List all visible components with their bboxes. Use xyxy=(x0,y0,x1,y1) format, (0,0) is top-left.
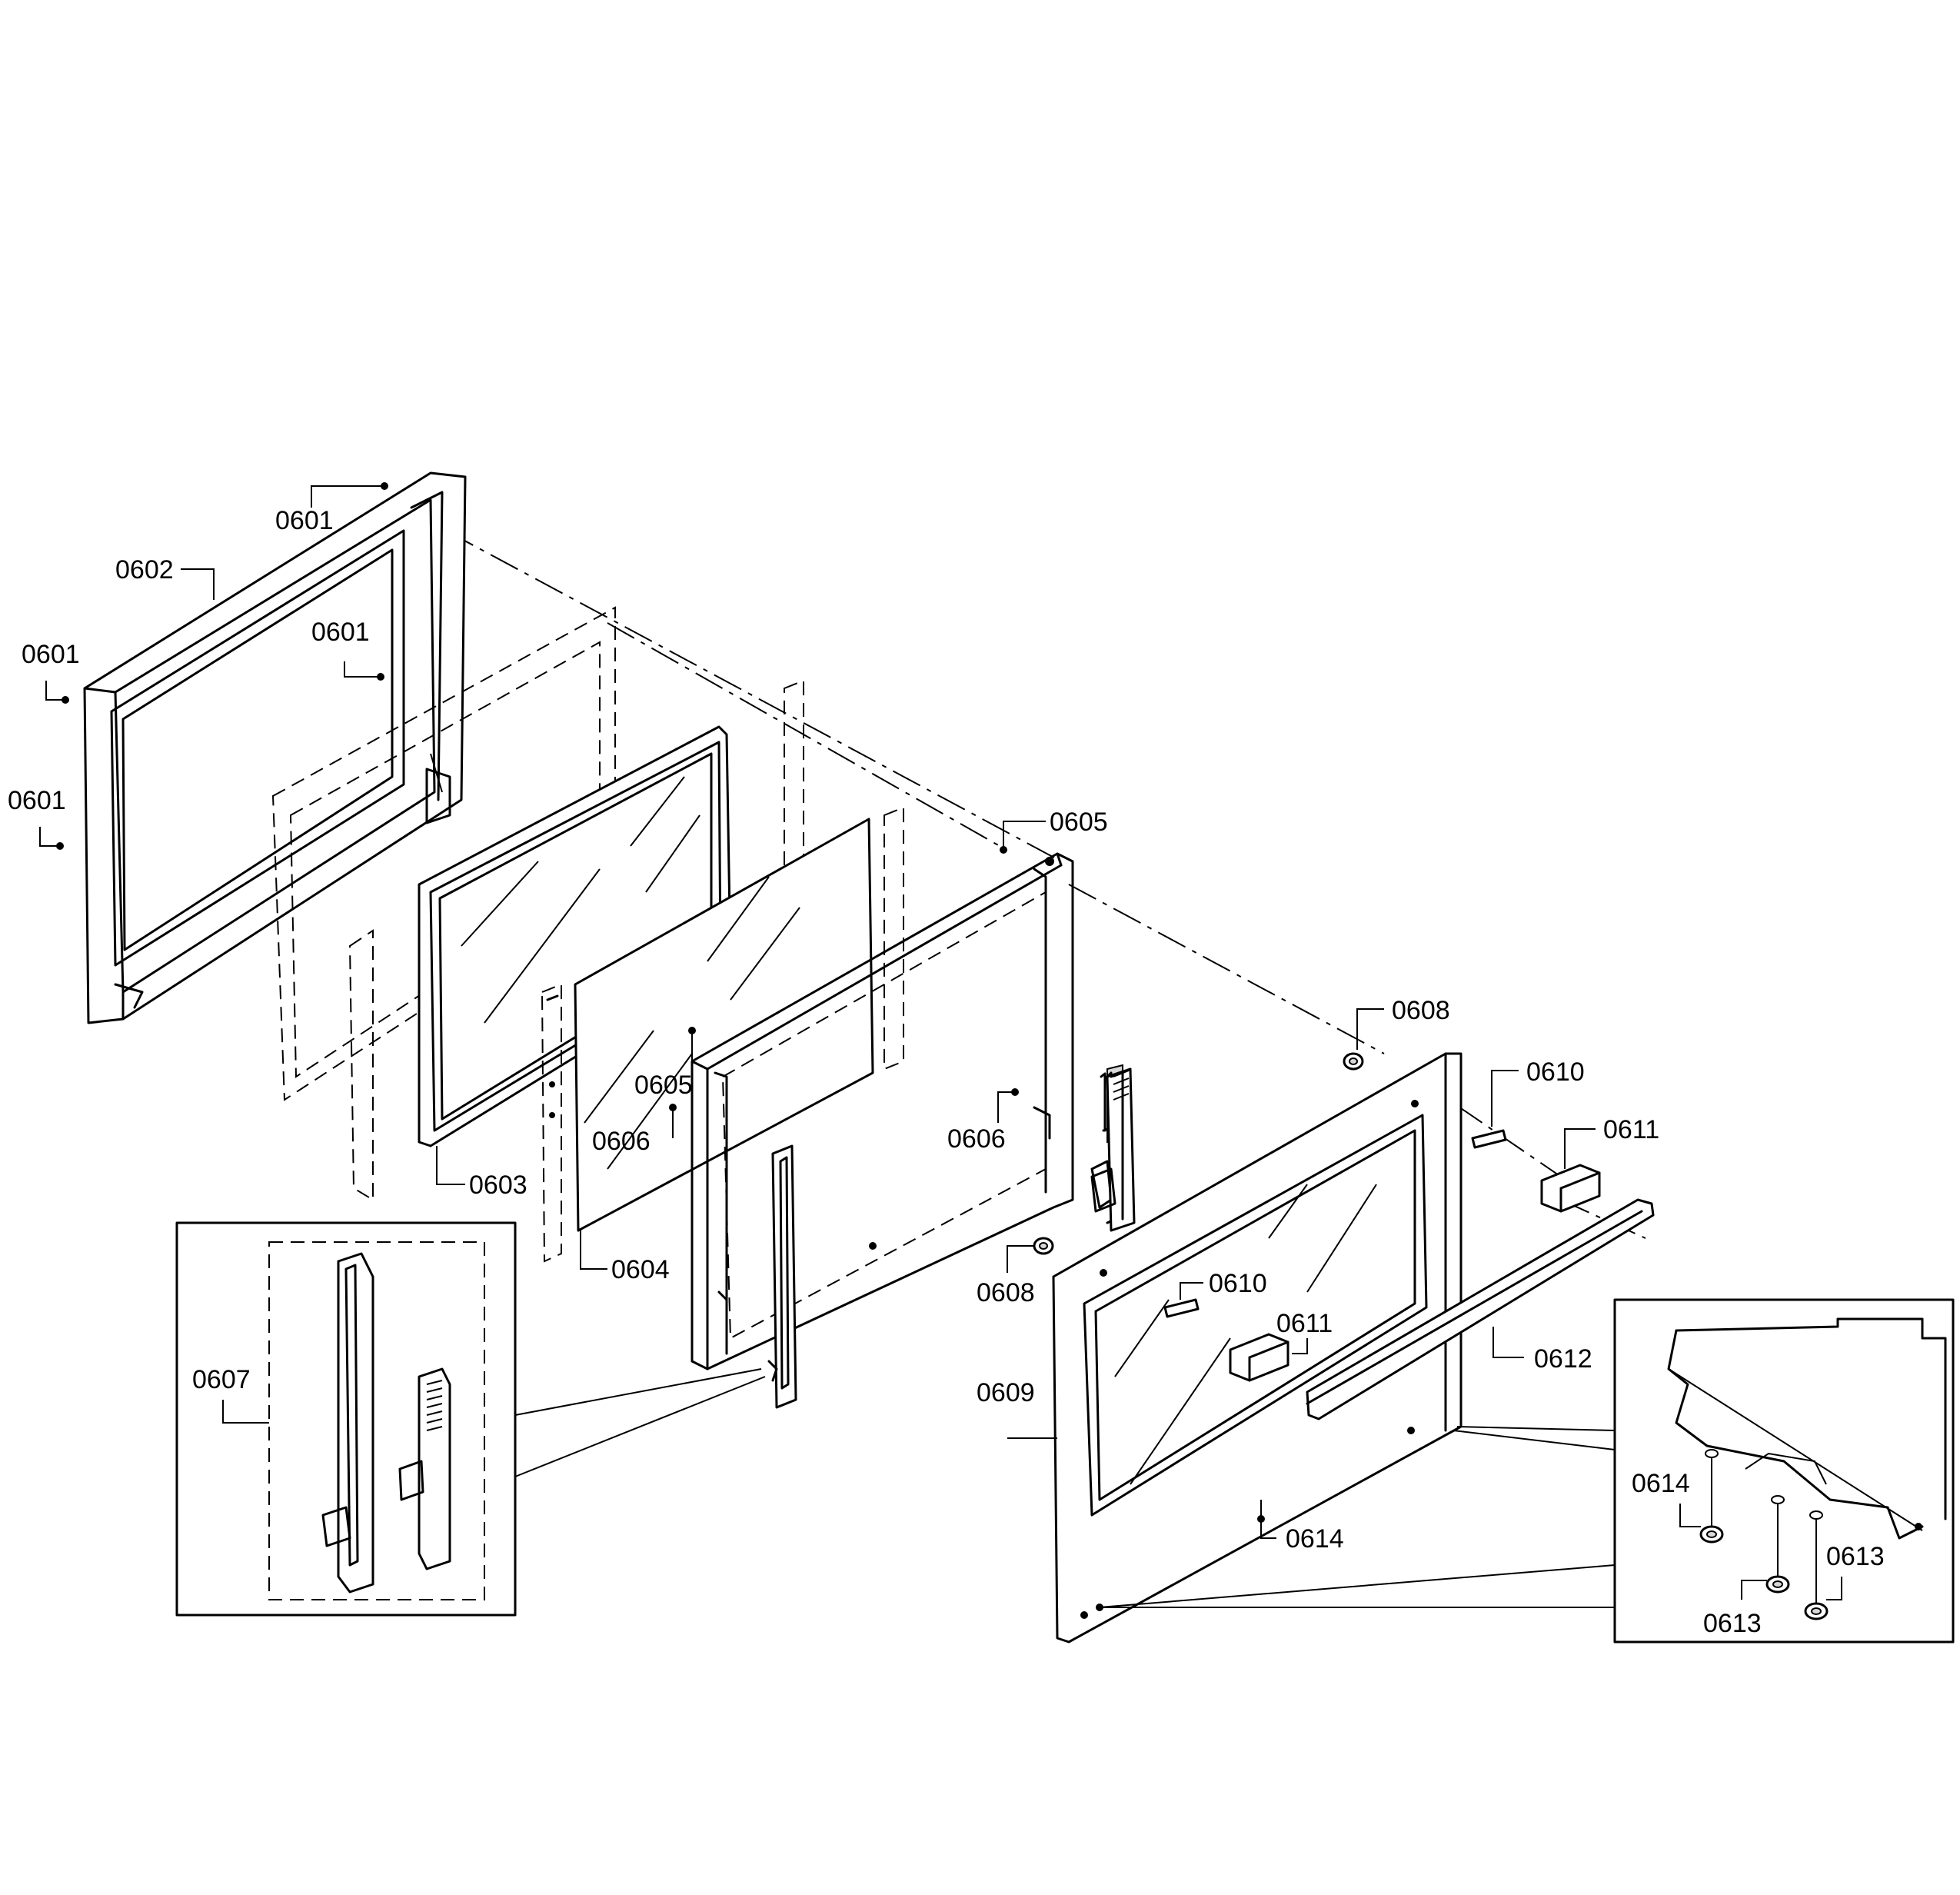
handle-pins xyxy=(1163,1129,1507,1318)
label-0603: 0603 xyxy=(469,1171,527,1200)
label-0614-inset: 0614 xyxy=(1632,1469,1690,1498)
label-0611-lower: 0611 xyxy=(1276,1309,1333,1338)
label-leaders xyxy=(39,482,1842,1600)
label-0601-left-upper: 0601 xyxy=(22,640,80,669)
label-0610-upper: 0610 xyxy=(1526,1057,1585,1087)
left-side-rail xyxy=(541,983,562,1263)
label-0601-middle: 0601 xyxy=(311,618,370,647)
fastener-inset-box xyxy=(1099,1298,1955,1644)
label-0605-lower: 0605 xyxy=(634,1071,693,1100)
label-0607: 0607 xyxy=(192,1365,251,1394)
label-0613-inset-lower: 0613 xyxy=(1703,1609,1762,1638)
right-side-rail-dashed xyxy=(883,806,904,1071)
hinge-spring-assembly xyxy=(1090,1067,1136,1232)
label-0606-right: 0606 xyxy=(947,1124,1006,1154)
door-hinge-left xyxy=(767,1144,797,1409)
label-0604: 0604 xyxy=(611,1255,670,1284)
inner-glass-pane xyxy=(574,818,874,1232)
spacer-lower xyxy=(1033,1237,1054,1255)
label-0609: 0609 xyxy=(977,1378,1035,1407)
label-0601-top: 0601 xyxy=(275,506,334,535)
label-0602: 0602 xyxy=(115,555,174,584)
spacer-upper xyxy=(1343,1052,1364,1071)
label-0614-main: 0614 xyxy=(1286,1524,1344,1554)
label-0605-upper: 0605 xyxy=(1050,808,1108,837)
label-0611-upper: 0611 xyxy=(1603,1115,1659,1144)
label-0606-left: 0606 xyxy=(592,1127,651,1156)
inner-door-frame xyxy=(83,471,467,1024)
door-handle xyxy=(1306,1198,1655,1420)
handle-bracket-lower xyxy=(1229,1333,1289,1382)
middle-glass-pane xyxy=(418,725,732,1147)
label-0610-lower: 0610 xyxy=(1209,1269,1267,1298)
label-0608-upper: 0608 xyxy=(1392,996,1450,1025)
label-0601-left-lower: 0601 xyxy=(8,786,66,815)
label-0612: 0612 xyxy=(1534,1344,1592,1374)
part-labels: 0601 0602 0601 0601 0601 0603 0604 0605 … xyxy=(8,506,1885,1638)
door-chassis xyxy=(690,852,1074,1370)
handle-bracket-upper xyxy=(1540,1164,1601,1213)
label-0608-lower: 0608 xyxy=(977,1278,1035,1307)
hinge-inset-box xyxy=(175,1221,766,1617)
label-0613-inset-right: 0613 xyxy=(1826,1542,1885,1571)
